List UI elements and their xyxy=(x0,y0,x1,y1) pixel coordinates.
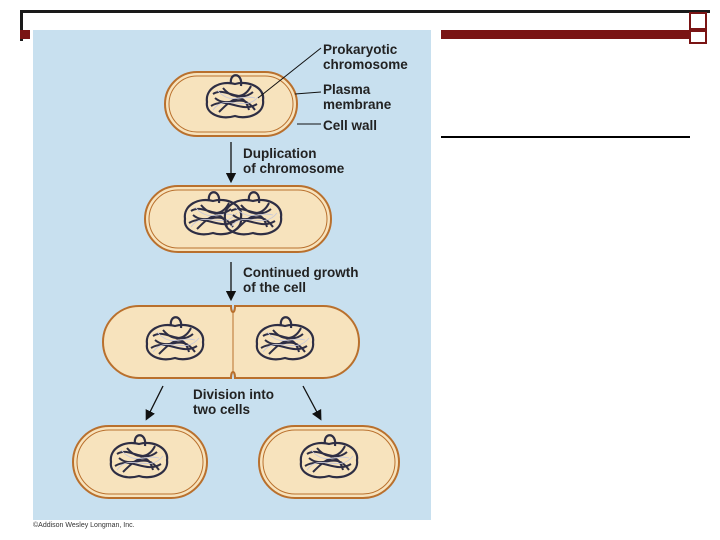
label-prokaryotic-chromosome: Prokaryotic chromosome xyxy=(323,42,408,72)
header-top-rule xyxy=(20,10,710,13)
title-underline xyxy=(440,136,690,138)
daughter-cell-left xyxy=(72,425,208,499)
cell-2 xyxy=(144,185,332,253)
cell-3 xyxy=(102,305,360,379)
arrow-left xyxy=(145,385,164,421)
header-left-tick xyxy=(20,13,23,41)
header-square-icon-2 xyxy=(689,30,707,44)
cell-1 xyxy=(164,71,298,137)
label-plasma-membrane: Plasma membrane xyxy=(323,82,392,112)
copyright-text: ©Addison Wesley Longman, Inc. xyxy=(33,522,135,529)
label-continued-growth: Continued growth of the cell xyxy=(243,265,359,295)
arrow-right xyxy=(302,385,322,421)
binary-fission-figure: Prokaryotic chromosome Plasma membrane C… xyxy=(33,30,431,520)
header-square-icon xyxy=(689,12,707,30)
label-duplication: Duplication of chromosome xyxy=(243,146,345,176)
figure-drawing xyxy=(72,47,400,499)
daughter-cell-right xyxy=(258,425,400,499)
leader-lines xyxy=(257,47,322,125)
label-cell-wall: Cell wall xyxy=(323,118,378,133)
label-division: Division into two cells xyxy=(193,387,274,417)
